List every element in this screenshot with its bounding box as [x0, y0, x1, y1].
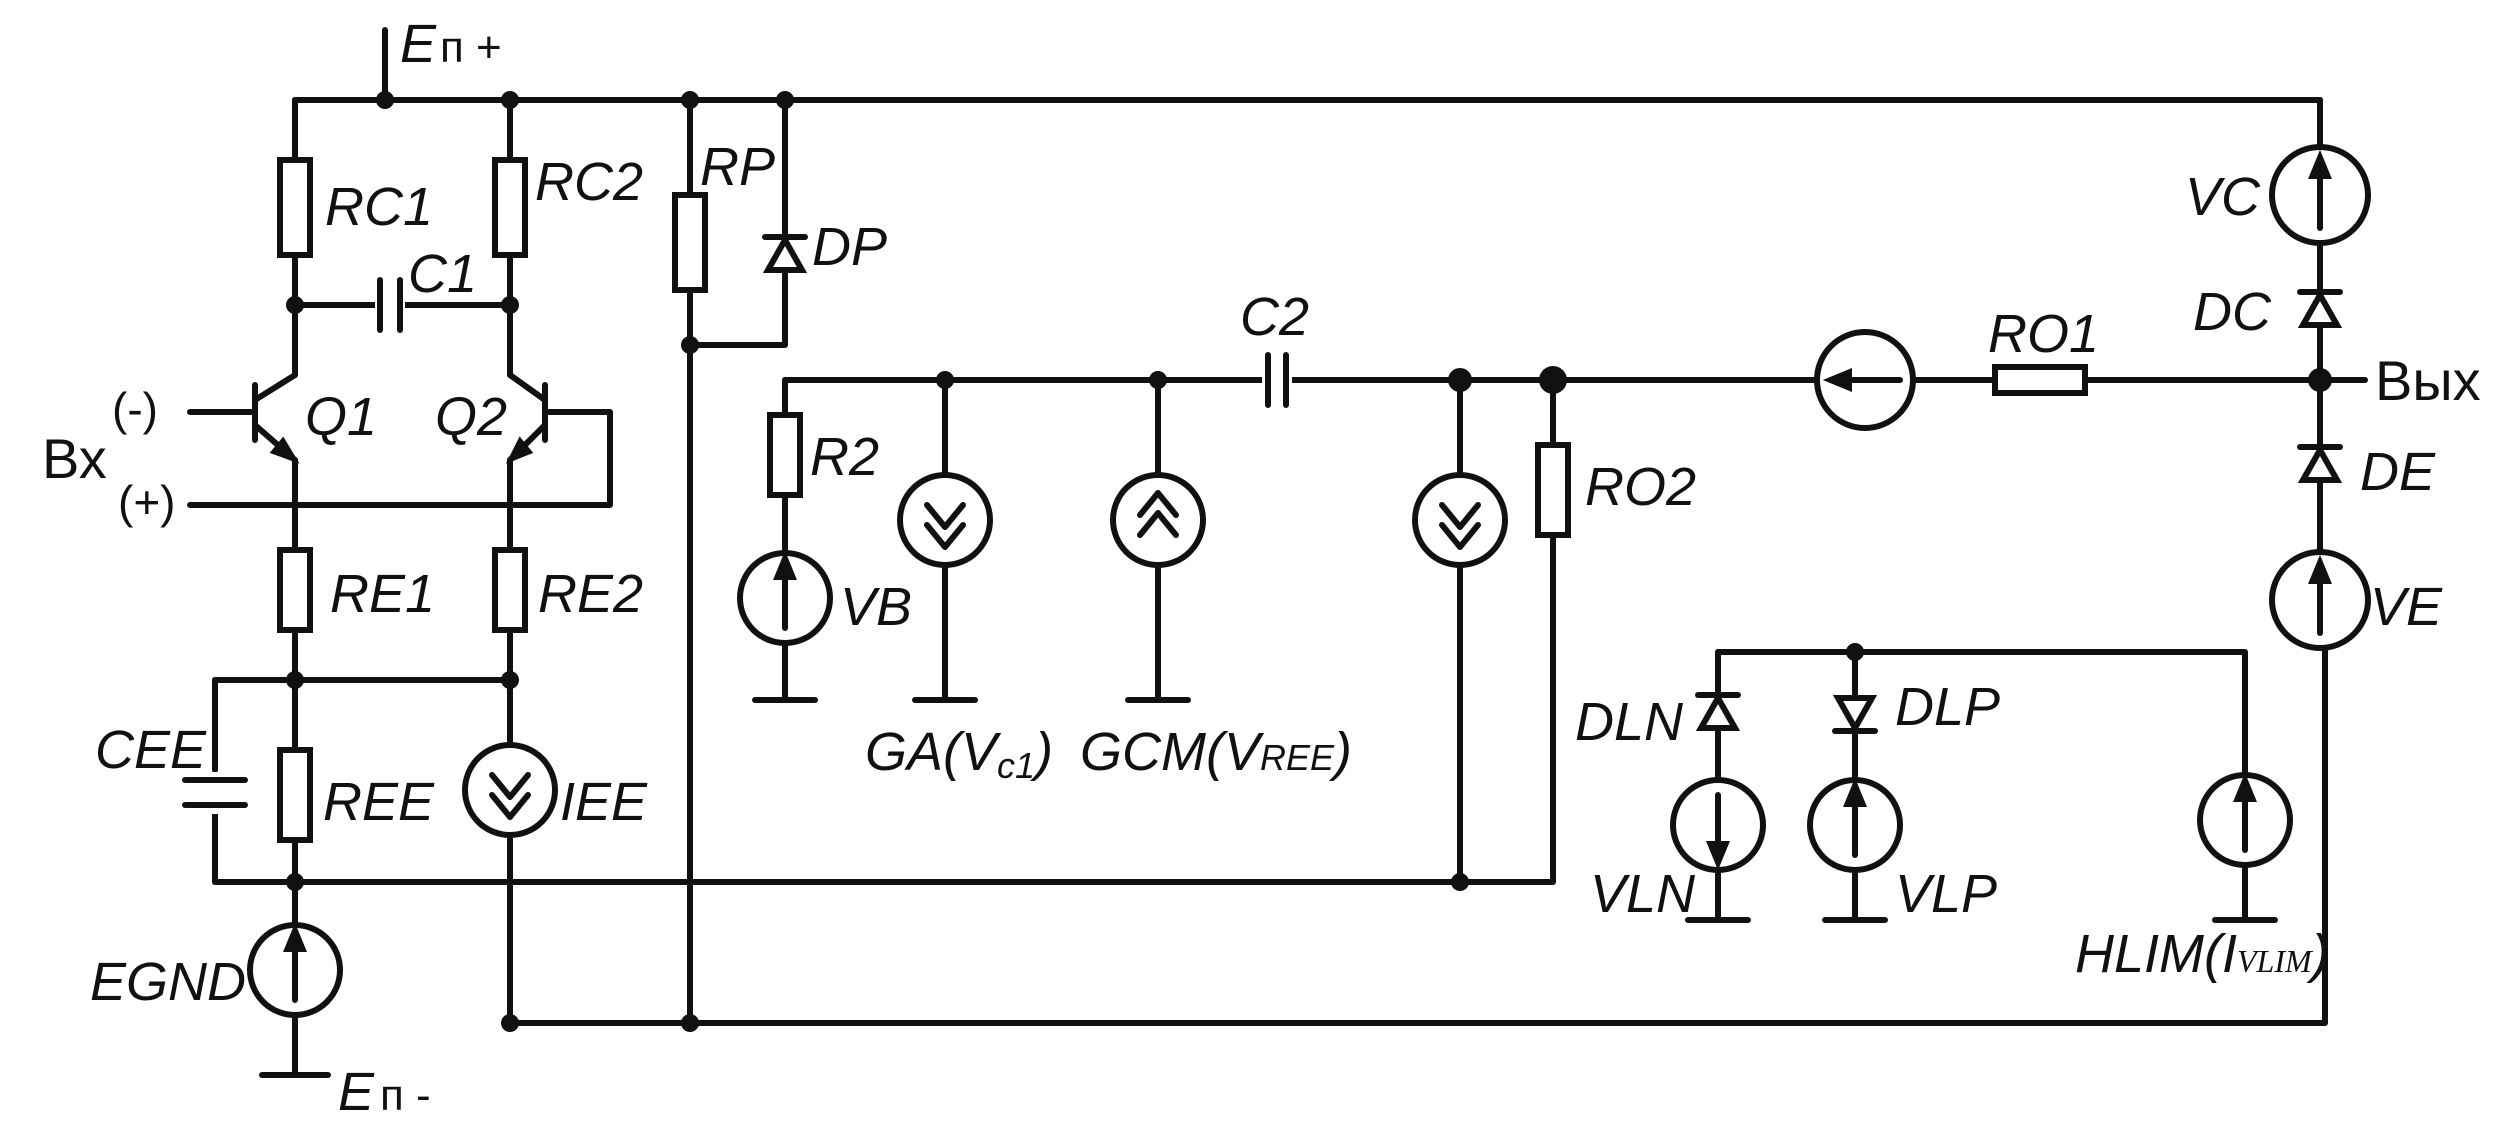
label-q2: Q2 [435, 387, 507, 447]
label-q1: Q1 [305, 387, 377, 447]
label-vb: VB [840, 577, 912, 637]
label-hlim: HLIM(IVLIM) [2075, 924, 2330, 984]
label-c2: C2 [1240, 287, 1309, 347]
voltage-source-vb [737, 550, 833, 646]
label-plus: (+) [118, 476, 176, 528]
label-vlp: VLP [1895, 864, 1997, 924]
resistor-rc2 [492, 157, 528, 258]
resistor-ro1 [1992, 364, 2088, 396]
svg-text:E: E [338, 1062, 375, 1122]
label-rp: RP [700, 137, 775, 197]
capacitor-c2 [1262, 352, 1292, 408]
label-vln: VLN [1590, 864, 1696, 924]
current-source-iee [462, 742, 558, 838]
label-rc1: RC1 [325, 177, 433, 237]
svg-text:п -: п - [380, 1071, 431, 1120]
transistor-q1 [252, 372, 300, 464]
label-dc: DC [2193, 282, 2272, 342]
label-vyx: Вых [2375, 349, 2481, 412]
voltage-source-vlp [1807, 777, 1903, 873]
voltage-source-vc [2269, 144, 2371, 246]
label-cee: CEE [95, 720, 207, 780]
capacitor-c1 [375, 277, 405, 333]
voltage-source-vln [1670, 777, 1766, 873]
transistor-q2 [505, 372, 548, 464]
current-source-stage2 [1412, 472, 1508, 568]
label-re2: RE2 [538, 564, 643, 624]
label-ve: VE [2370, 577, 2443, 637]
resistor-rc1 [277, 157, 313, 258]
label-minus: (-) [112, 383, 158, 435]
label-de: DE [2360, 442, 2436, 502]
label-vc: VC [2185, 167, 2261, 227]
resistor-re2 [492, 547, 528, 633]
label-ro1: RO1 [1988, 304, 2099, 364]
resistor-ro2 [1535, 442, 1571, 538]
resistor-re1 [277, 547, 313, 633]
capacitor-cee [182, 772, 248, 814]
voltage-source-hlim [2197, 772, 2293, 868]
label-en-minus: E п - [338, 1062, 431, 1122]
output-source [1814, 329, 1916, 431]
resistor-r2 [767, 412, 803, 498]
diode-dp [762, 233, 808, 273]
label-vx: Вх [42, 427, 107, 490]
label-rc2: RC2 [535, 152, 643, 212]
label-egnd: EGND [90, 952, 246, 1012]
svg-text:п +: п + [440, 23, 502, 72]
svg-text:E: E [400, 14, 437, 74]
label-c1: C1 [408, 244, 477, 304]
label-re1: RE1 [330, 564, 435, 624]
label-ga: GA(Vc1) [865, 722, 1053, 786]
voltage-source-egnd [247, 922, 343, 1018]
diode-dlp [1832, 695, 1878, 735]
label-iee: IEE [560, 772, 648, 832]
label-gcm: GCM(VREE) [1080, 722, 1352, 782]
label-en-plus: E п + [400, 14, 502, 74]
label-ree: REE [323, 772, 435, 832]
label-dp: DP [812, 217, 887, 277]
diode-de [2297, 443, 2343, 483]
diode-dln [1695, 691, 1741, 731]
label-r2: R2 [810, 427, 879, 487]
vccs-ga [897, 472, 993, 568]
resistor-ree [277, 747, 313, 843]
label-dln: DLN [1575, 692, 1684, 752]
voltage-source-ve [2269, 549, 2371, 651]
label-dlp: DLP [1895, 677, 2000, 737]
resistor-rp [672, 192, 708, 293]
junction-dots [286, 91, 2332, 1032]
label-ro2: RO2 [1585, 457, 1696, 517]
vccs-gcm [1110, 472, 1206, 568]
diode-dc [2297, 288, 2343, 328]
